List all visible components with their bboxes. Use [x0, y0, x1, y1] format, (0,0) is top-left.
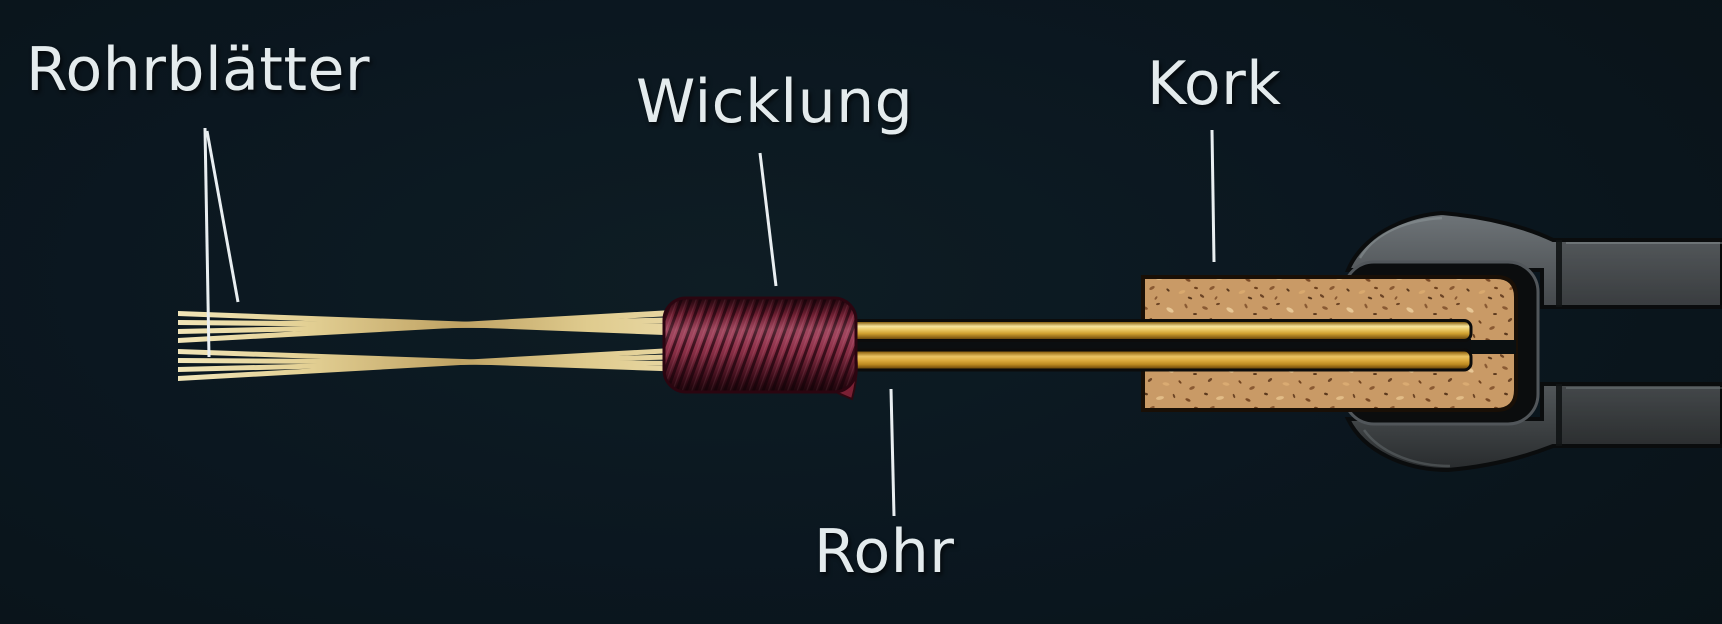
- socket-lower-jaw: [1344, 382, 1722, 473]
- winding-graphic: [662, 296, 858, 401]
- label-winding: Wicklung: [636, 67, 914, 137]
- label-reed-blades: Rohrblätter: [26, 35, 371, 105]
- tube-leader-line: [889, 388, 896, 517]
- label-cork: Kork: [1147, 49, 1282, 119]
- brass-tube-lower: [844, 348, 1473, 372]
- reed-blades-leader-line-2: [205, 130, 240, 303]
- bore-slot: [1458, 340, 1516, 354]
- label-tube: Rohr: [814, 517, 955, 587]
- winding-leader-line: [758, 152, 778, 287]
- cork-leader-line: [1210, 129, 1216, 263]
- socket-upper-jaw: [1344, 210, 1722, 309]
- leader-lines: [203, 127, 1216, 517]
- reed-blades-lower: [178, 347, 690, 381]
- reed-blades-upper: [178, 309, 690, 343]
- brass-tube-upper: [844, 319, 1473, 342]
- brass-tube: [844, 319, 1473, 372]
- reed-blades-leader-line-1: [203, 127, 211, 358]
